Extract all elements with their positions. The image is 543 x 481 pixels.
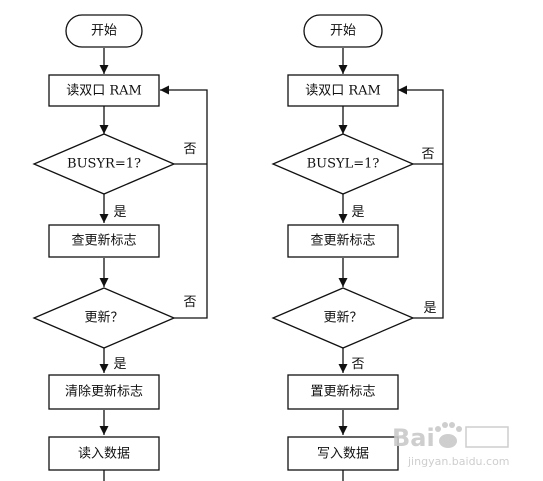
right-read-ram-box (287, 74, 399, 107)
right-busy-yes-label: 是 (351, 205, 364, 220)
left-read-ram-label: 读双口 RAM (66, 84, 142, 99)
right-update-decision (271, 287, 415, 349)
right-write-data-box (287, 436, 399, 471)
watermark-site: jingyan.baidu.com (407, 455, 510, 468)
right-update-yes-label: 是 (423, 301, 436, 316)
right-start-label: 开始 (330, 24, 356, 39)
right-busy-label: BUSYL=1? (307, 157, 380, 172)
left-edge-loop-back (160, 85, 208, 319)
left-read-data-box (48, 436, 160, 471)
left-read-data-label: 读入数据 (78, 447, 130, 462)
left-flowchart: 开始 读双口 RAM BUSYR=1? 否 是 查更新标志 更新？ 否 是 清除… (32, 14, 208, 481)
left-update-no-label: 否 (183, 295, 196, 310)
right-set-flag-label: 置更新标志 (310, 384, 375, 400)
left-read-ram-box (48, 74, 160, 107)
left-start-label: 开始 (91, 24, 117, 39)
left-clear-flag-label: 清除更新标志 (65, 384, 143, 400)
paw-icon (435, 422, 462, 448)
left-start-terminal (65, 14, 143, 48)
left-busy-yes-label: 是 (113, 205, 126, 220)
right-update-no-label: 否 (351, 357, 364, 372)
right-read-ram-label: 读双口 RAM (305, 84, 381, 99)
right-edge-loop-back (398, 85, 444, 319)
left-update-label: 更新？ (84, 310, 123, 326)
watermark-logo: Bai (392, 424, 435, 452)
right-check-flag-label: 查更新标志 (310, 233, 375, 249)
left-busy-no-label: 否 (183, 142, 196, 157)
watermark: Bai jingyan.baidu.com (392, 422, 510, 468)
left-check-flag-box (48, 224, 160, 258)
right-busy-decision (271, 133, 415, 195)
right-start-terminal (303, 14, 383, 48)
watermark-badge (465, 426, 509, 448)
left-busy-label: BUSYR=1? (67, 157, 141, 172)
left-clear-flag-box (48, 374, 160, 410)
left-update-decision (32, 287, 176, 349)
left-busy-decision (32, 133, 176, 195)
right-check-flag-box (287, 224, 399, 258)
right-set-flag-box (287, 374, 399, 410)
right-busy-no-label: 否 (421, 147, 434, 162)
right-flowchart: 开始 读双口 RAM BUSYL=1? 否 是 查更新标志 更新？ 是 否 置更… (271, 14, 444, 481)
right-update-label: 更新？ (323, 310, 362, 326)
left-check-flag-label: 查更新标志 (71, 233, 136, 249)
right-write-data-label: 写入数据 (317, 447, 369, 462)
left-update-yes-label: 是 (113, 357, 126, 372)
